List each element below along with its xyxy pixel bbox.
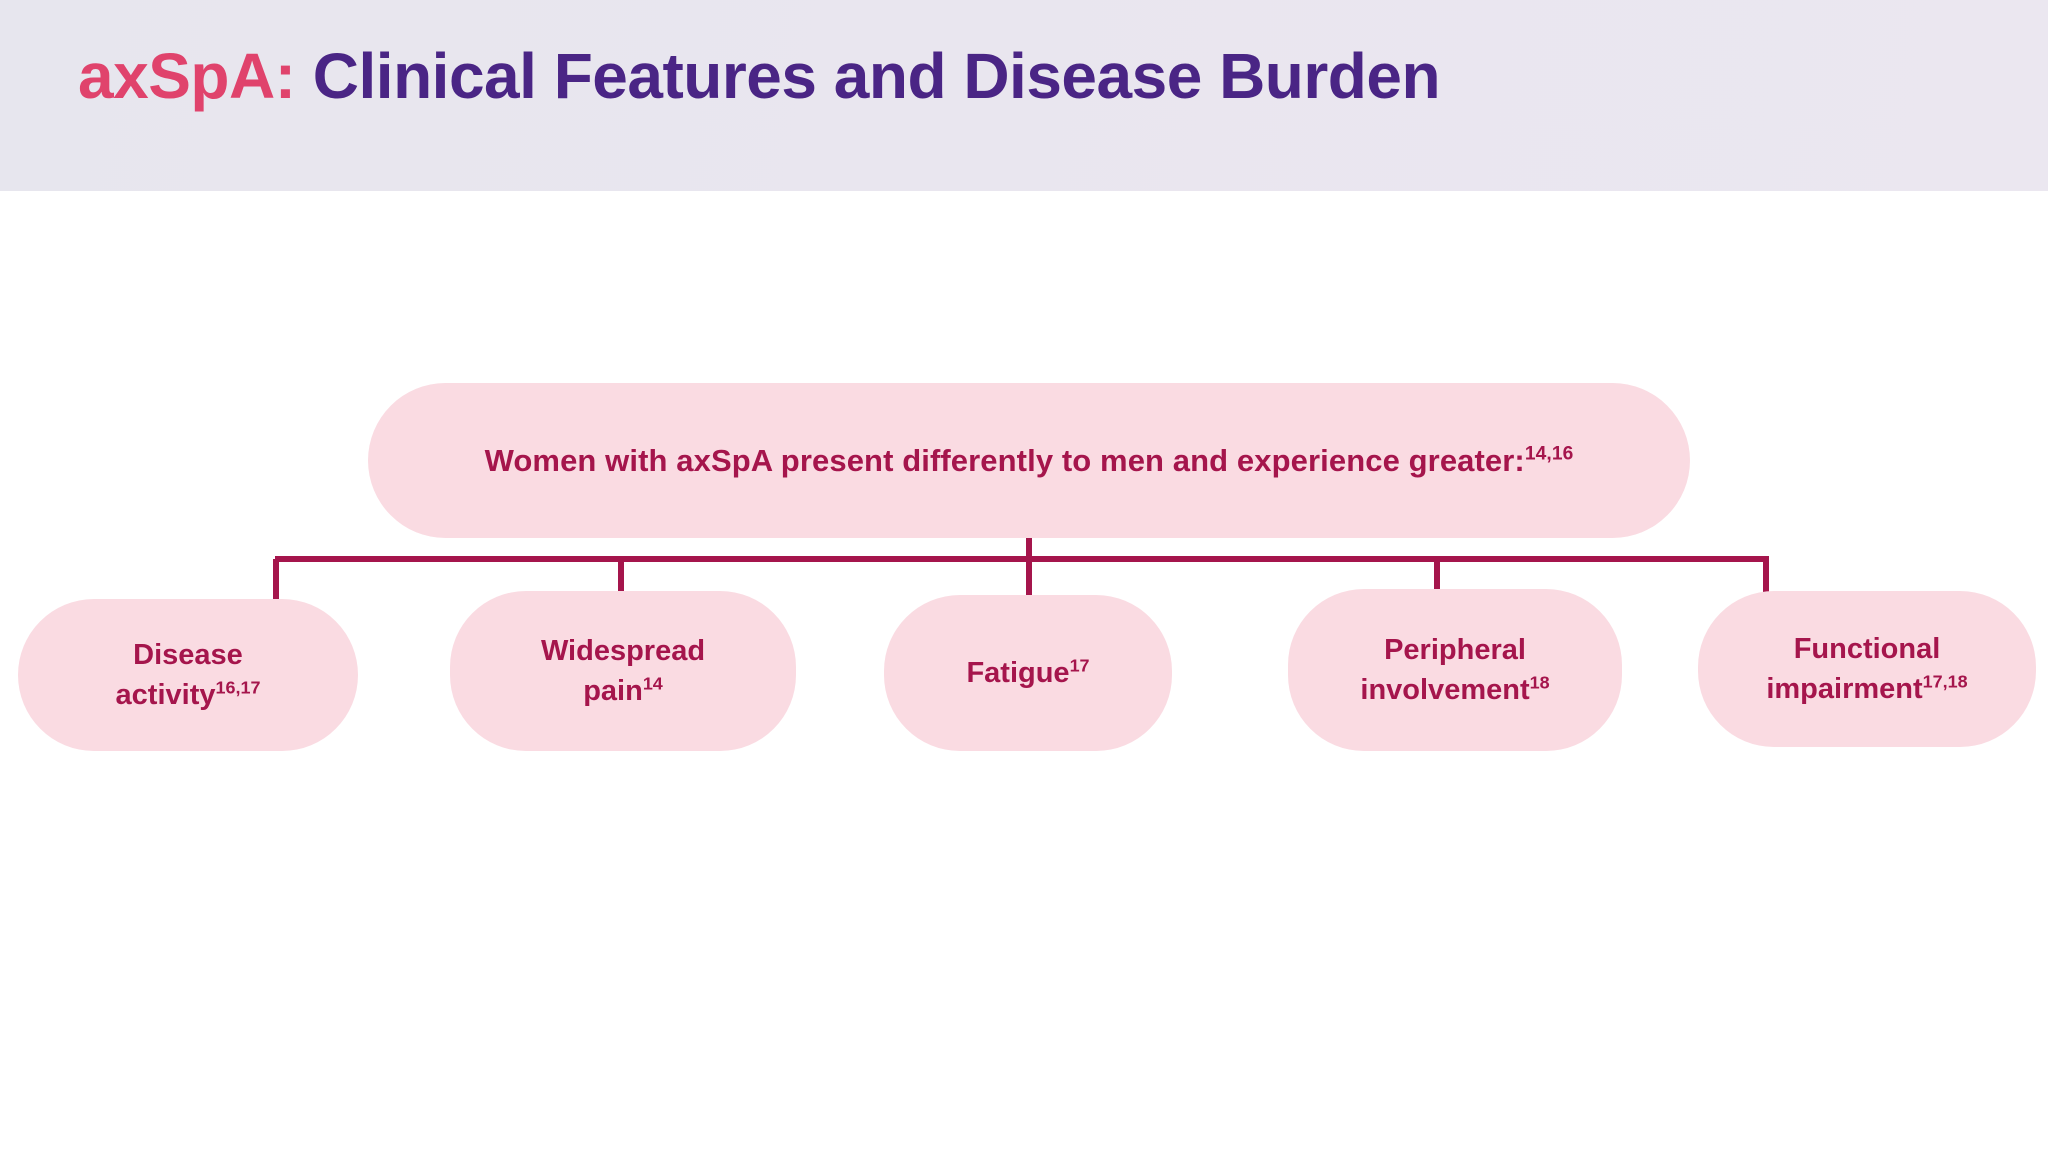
leaf-pill-fatigue: Fatigue17	[884, 595, 1172, 751]
leaf-line1: Peripheral	[1384, 633, 1526, 666]
leaf-pill-peripheral-involvement: Peripheral involvement18	[1288, 589, 1622, 751]
leaf-superscript: 17,18	[1922, 671, 1968, 692]
leaf-line1: Fatigue	[966, 656, 1070, 689]
page-title: axSpA: Clinical Features and Disease Bur…	[78, 40, 1441, 114]
leaf-superscript: 16,17	[215, 677, 261, 698]
leaf-text: Functional impairment17,18	[1766, 629, 1967, 709]
page-title-rest: Clinical Features and Disease Burden	[295, 40, 1441, 112]
leaf-line2: impairment	[1766, 673, 1923, 705]
leaf-line1: Disease	[133, 638, 243, 671]
leaf-line2: activity	[115, 679, 216, 711]
page-title-accent: axSpA:	[78, 40, 296, 112]
header-band: axSpA: Clinical Features and Disease Bur…	[0, 0, 2048, 191]
leaf-superscript: 18	[1529, 672, 1550, 693]
root-callout-text: Women with axSpA present differently to …	[485, 443, 1574, 479]
leaf-line1: Functional	[1793, 632, 1941, 665]
leaf-text: Fatigue17	[966, 653, 1089, 693]
leaf-pill-disease-activity: Disease activity16,17	[18, 599, 358, 751]
leaf-superscript: 17	[1069, 655, 1090, 676]
leaf-superscript: 14	[642, 673, 663, 694]
leaf-text: Disease activity16,17	[116, 635, 261, 715]
root-callout-pill: Women with axSpA present differently to …	[368, 383, 1690, 538]
leaf-text: Peripheral involvement18	[1360, 630, 1549, 710]
leaf-text: Widespread pain14	[541, 631, 705, 711]
root-callout-superscript: 14,16	[1524, 443, 1574, 465]
leaf-line2: pain	[583, 675, 643, 707]
root-callout-label: Women with axSpA present differently to …	[484, 442, 1525, 478]
leaf-line2: involvement	[1360, 674, 1530, 706]
diagram-canvas: Women with axSpA present differently to …	[0, 191, 2048, 1152]
leaf-line1: Widespread	[540, 634, 706, 667]
leaf-pill-widespread-pain: Widespread pain14	[450, 591, 796, 751]
leaf-pill-functional-impairment: Functional impairment17,18	[1698, 591, 2036, 747]
